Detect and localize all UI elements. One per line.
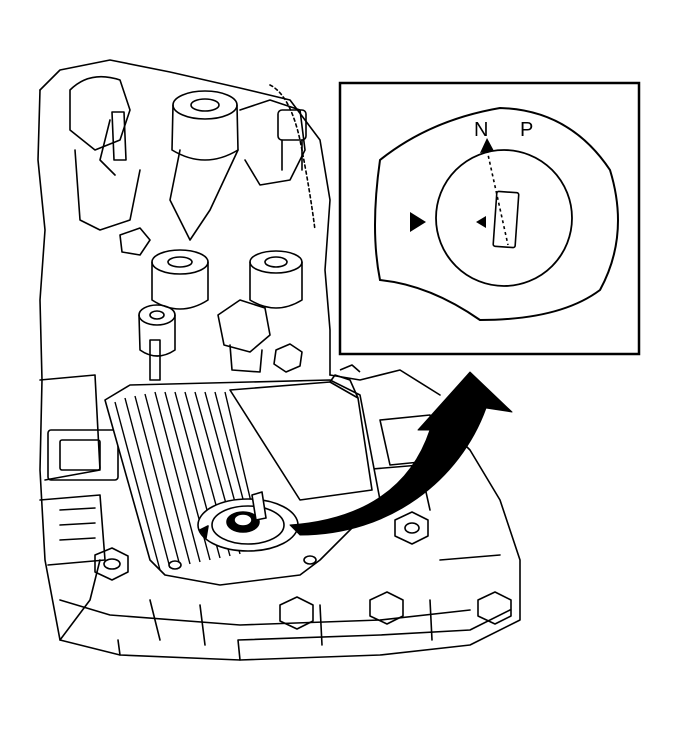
inner-pointer-icon — [476, 216, 486, 228]
transmission-assembly — [37, 59, 521, 661]
label-p: P — [520, 119, 533, 141]
label-n: N — [474, 119, 488, 141]
range-selector-switch — [104, 364, 381, 586]
inset-detail: N P — [338, 81, 641, 356]
outer-pointer-icon — [410, 212, 426, 232]
callout-arrow — [289, 371, 513, 536]
neutral-position-indicator — [480, 138, 494, 153]
